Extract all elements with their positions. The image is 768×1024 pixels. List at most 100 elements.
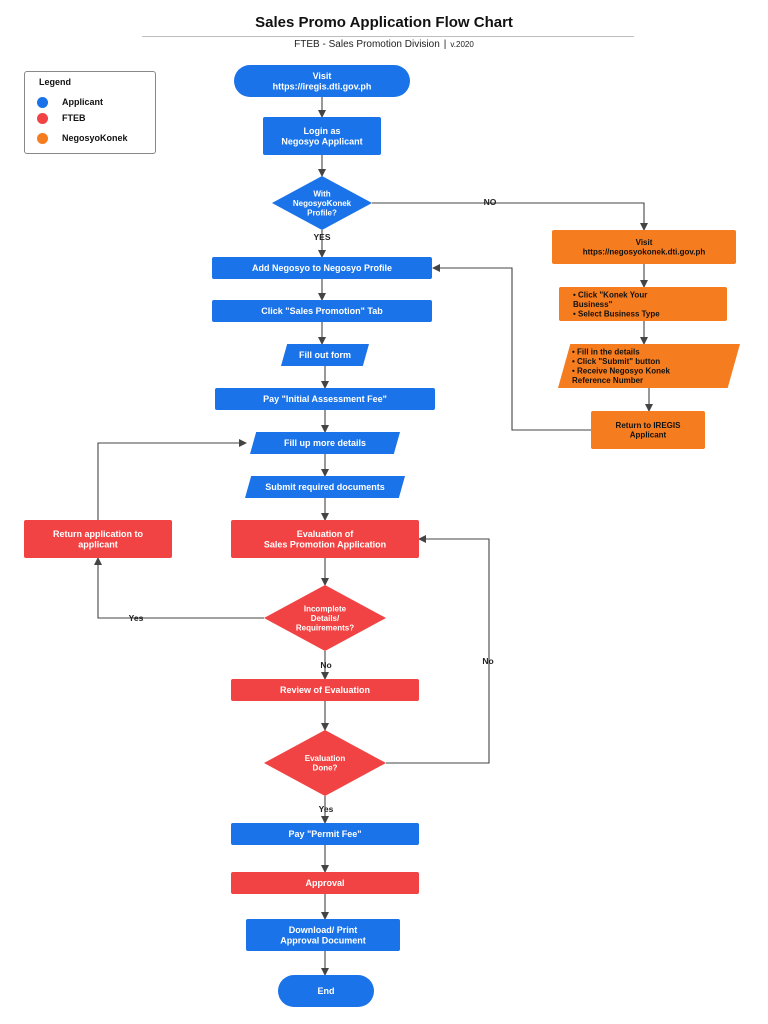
- edge-label-yes: YES: [313, 232, 330, 242]
- node-shape: [234, 65, 410, 97]
- legend-item-applicant: Applicant: [37, 96, 104, 109]
- edge-label-yes: Yes: [129, 613, 144, 623]
- legend-swatch-negosyokonek: [37, 133, 48, 145]
- node-label-line: Incomplete: [304, 604, 347, 613]
- node-shape: [250, 432, 400, 454]
- node-label-line: Approval Document: [280, 935, 366, 945]
- node-label-line: • Receive Negosyo Konek: [572, 367, 671, 376]
- node-shape: [281, 344, 369, 366]
- node-label-line: Return application to: [53, 529, 144, 539]
- node-label-line: • Fill in the details: [572, 348, 640, 357]
- edge-label-no: NO: [484, 197, 497, 207]
- node-konek-business: • Click "Konek Your Business"• Select Bu…: [559, 287, 727, 321]
- node-label-line: Profile?: [307, 208, 337, 217]
- legend-item-fteb: FTEB: [37, 112, 86, 125]
- node-label-line: • Click "Submit" button: [572, 357, 660, 366]
- node-pay-initial: Pay "Initial Assessment Fee": [215, 388, 435, 410]
- chart-subtitle-row: FTEB - Sales Promotion Division|v.2020: [0, 39, 768, 50]
- node-shape: [559, 287, 727, 321]
- node-shape: [212, 300, 432, 322]
- node-label-line: applicant: [78, 539, 118, 549]
- node-label-line: Details/: [311, 614, 340, 623]
- node-label-line: Return to IREGIS: [616, 421, 682, 430]
- node-shape: [24, 520, 172, 558]
- node-label-line: Fill up more details: [284, 438, 366, 448]
- node-label-line: Login as: [303, 126, 340, 136]
- node-label-line: With: [313, 189, 330, 198]
- node-label-line: End: [318, 986, 335, 996]
- node-label-line: Applicant: [630, 431, 667, 440]
- node-label-line: • Select Business Type: [573, 309, 660, 318]
- node-label-line: Done?: [313, 764, 338, 773]
- node-pay-permit: Pay "Permit Fee": [231, 823, 419, 845]
- node-label-line: Negosyo Applicant: [281, 136, 362, 146]
- chart-subtitle: FTEB - Sales Promotion Division: [294, 39, 440, 50]
- node-label-line: • Click "Konek Your: [573, 290, 647, 299]
- node-label-line: Visit: [636, 238, 653, 247]
- node-shape: [231, 520, 419, 558]
- node-label-line: https://iregis.dti.gov.ph: [273, 81, 372, 91]
- node-shape: [272, 176, 372, 230]
- connector-arrow: [432, 264, 591, 431]
- connector-arrow: [372, 202, 648, 231]
- legend-swatch-applicant: [37, 97, 48, 109]
- node-fill-form: Fill out form: [281, 344, 369, 366]
- node-label-line: Submit required documents: [265, 482, 385, 492]
- legend-label-applicant: Applicant: [62, 97, 104, 107]
- legend-title: Legend: [39, 77, 72, 87]
- node-shape: [212, 257, 432, 279]
- legend-label-negosyokonek: NegosyoKonek: [62, 133, 128, 143]
- node-end: End: [278, 975, 374, 1007]
- node-label-line: Approval: [305, 878, 344, 888]
- node-shape: [264, 585, 386, 651]
- node-label-line: Visit: [313, 71, 332, 81]
- chart-title: Sales Promo Application Flow Chart: [255, 14, 513, 31]
- node-label-line: Evaluation of: [297, 529, 355, 539]
- node-shape: [278, 975, 374, 1007]
- node-label-line: Evaluation: [305, 754, 346, 763]
- edge-label-no: No: [320, 660, 331, 670]
- node-fill-more: Fill up more details: [250, 432, 400, 454]
- legend-box: Legend Applicant FTEB NegosyoKonek: [24, 71, 156, 154]
- node-label-line: Add Negosyo to Negosyo Profile: [252, 263, 392, 273]
- node-label-line: Download/ Print: [289, 925, 358, 935]
- edge-label-no: No: [482, 656, 493, 666]
- node-approval: Approval: [231, 872, 419, 894]
- edge-label-yes: Yes: [319, 804, 334, 814]
- node-shape: [231, 679, 419, 701]
- node-label-line: Business": [573, 300, 613, 309]
- chart-version: v.2020: [450, 40, 474, 49]
- connector-arrow: [386, 535, 490, 764]
- legend-item-negosyokonek: NegosyoKonek: [37, 132, 128, 145]
- node-submit-docs: Submit required documents: [245, 476, 405, 498]
- title-divider: [142, 36, 634, 37]
- legend-label-fteb: FTEB: [62, 113, 86, 123]
- node-shape: [264, 730, 386, 796]
- node-label-line: Reference Number: [572, 376, 643, 385]
- connector-arrow: [97, 439, 247, 520]
- node-label-line: Pay "Permit Fee": [288, 829, 361, 839]
- subtitle-separator: |: [443, 39, 447, 50]
- node-label-line: NegosyoKonek: [293, 199, 352, 208]
- node-review: Review of Evaluation: [231, 679, 419, 701]
- node-add-negosyo: Add Negosyo to Negosyo Profile: [212, 257, 432, 279]
- connector-arrow: [94, 557, 264, 619]
- node-label-line: Fill out form: [299, 350, 351, 360]
- node-sales-tab: Click "Sales Promotion" Tab: [212, 300, 432, 322]
- node-label-line: Click "Sales Promotion" Tab: [261, 306, 383, 316]
- node-shape: [591, 411, 705, 449]
- node-label-line: https://negosyokonek.dti.gov.ph: [583, 248, 706, 257]
- node-label-line: Requirements?: [296, 623, 354, 632]
- node-fill-details: • Fill in the details• Click "Submit" bu…: [558, 344, 740, 388]
- node-shape: [558, 344, 740, 388]
- node-label-line: Review of Evaluation: [280, 685, 370, 695]
